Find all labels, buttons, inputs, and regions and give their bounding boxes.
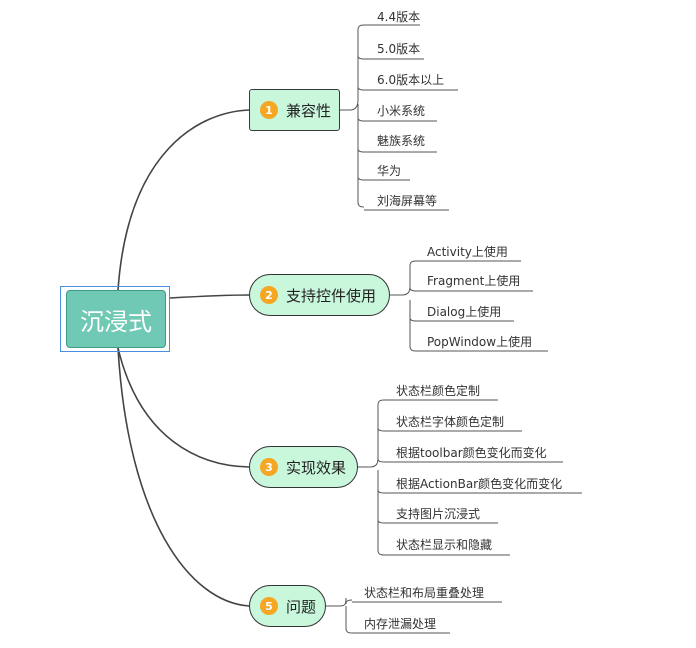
leaf-topic[interactable]: 魅族系统	[377, 134, 426, 148]
root-label: 沉浸式	[80, 307, 152, 336]
bracket-branch-2	[390, 260, 417, 352]
leaf-topic[interactable]: 状态栏显示和隐藏	[396, 538, 493, 552]
root-to-branch-4	[117, 347, 250, 607]
bracket-branch-3	[358, 399, 385, 556]
root-to-branch-2	[169, 294, 250, 299]
bracket-branch-1	[340, 24, 365, 208]
leaf-topic[interactable]: 小米系统	[377, 104, 426, 118]
branch-label: 支持控件使用	[286, 286, 377, 305]
leaf-topic[interactable]: 根据ActionBar颜色变化而变化	[396, 477, 563, 491]
branch-effects[interactable]: 3 实现效果	[249, 446, 358, 488]
root-to-branch-1	[117, 109, 250, 291]
branch-label: 兼容性	[286, 101, 332, 120]
leaf-topic[interactable]: 状态栏颜色定制	[396, 384, 481, 398]
bracket-branch-4	[326, 597, 353, 634]
leaf-topic[interactable]: PopWindow上使用	[427, 335, 533, 349]
number-badge: 3	[260, 458, 278, 476]
leaf-topic[interactable]: Dialog上使用	[427, 305, 502, 319]
leaf-topic[interactable]: 状态栏字体颜色定制	[396, 415, 505, 429]
branch-label: 实现效果	[286, 458, 347, 477]
leaf-topic[interactable]: Activity上使用	[427, 245, 508, 259]
leaf-topic[interactable]: 刘海屏幕等	[377, 194, 438, 208]
number-badge: 1	[260, 101, 278, 119]
root-topic[interactable]: 沉浸式	[66, 290, 166, 348]
number-badge: 2	[260, 286, 278, 304]
branch-issues[interactable]: 5 问题	[249, 585, 326, 627]
number-badge: 5	[260, 597, 278, 615]
leaf-topic[interactable]: 内存泄漏处理	[364, 617, 437, 631]
leaf-topic[interactable]: Fragment上使用	[427, 274, 521, 288]
leaf-topic[interactable]: 支持图片沉浸式	[396, 507, 481, 521]
leaf-topic[interactable]: 根据toolbar颜色变化而变化	[396, 446, 547, 460]
leaf-topic[interactable]: 状态栏和布局重叠处理	[364, 586, 485, 600]
leaf-topic[interactable]: 华为	[377, 164, 402, 178]
branch-label: 问题	[286, 597, 317, 616]
branch-supported-controls[interactable]: 2 支持控件使用	[249, 274, 390, 316]
branch-compatibility[interactable]: 1 兼容性	[249, 89, 340, 131]
leaf-topic[interactable]: 4.4版本	[377, 10, 421, 24]
root-to-branch-3	[117, 347, 250, 468]
root-selection-frame	[60, 286, 170, 352]
leaf-topic[interactable]: 6.0版本以上	[377, 73, 445, 87]
leaf-topic[interactable]: 5.0版本	[377, 42, 421, 56]
